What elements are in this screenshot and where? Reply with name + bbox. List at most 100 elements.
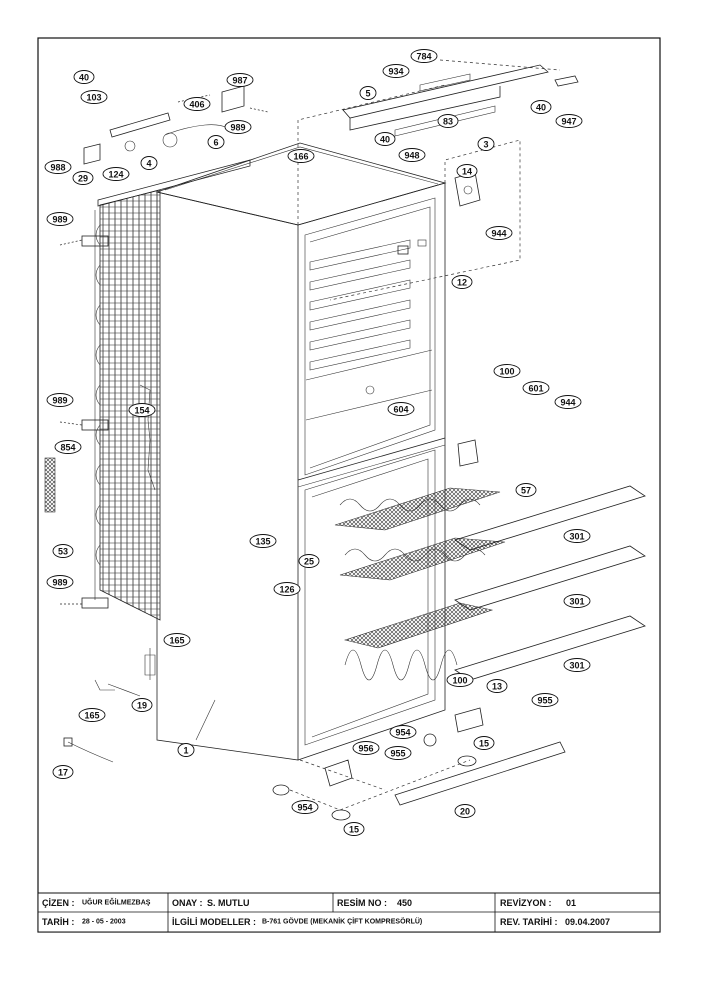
callout-label: 15 [349, 825, 359, 835]
callout-bubble [131, 698, 153, 712]
callout-bubble [384, 746, 412, 760]
callout-label: 987 [232, 76, 247, 86]
callout-bubble [437, 114, 459, 128]
callout-label: 989 [52, 396, 67, 406]
callout-406: 406 [183, 97, 211, 111]
callout-bubble [177, 743, 195, 757]
callout-label: 947 [561, 117, 576, 127]
callout-956: 956 [352, 741, 380, 755]
callout-bubble [456, 164, 478, 178]
callout-label: 934 [388, 67, 403, 77]
callout-954: 954 [291, 800, 319, 814]
callout-166: 166 [287, 149, 315, 163]
callout-4: 4 [140, 156, 158, 170]
callout-bubble [183, 97, 211, 111]
tb-rev-tarihi-value: 09.04.2007 [565, 917, 610, 927]
callout-label: 604 [393, 405, 408, 415]
callout-label: 4 [146, 159, 151, 169]
callout-label: 944 [491, 229, 506, 239]
callout-100: 100 [493, 364, 521, 378]
callout-bubble [531, 693, 559, 707]
callout-bubble [72, 171, 94, 185]
callout-bubble [226, 73, 254, 87]
callout-bubble [477, 137, 495, 151]
callout-bubble [46, 212, 74, 226]
callout-label: 29 [78, 174, 88, 184]
callout-bubble [44, 160, 72, 174]
callout-53: 53 [52, 544, 74, 558]
tb-modeller-label: İLGİLİ MODELLER : [172, 917, 256, 927]
callout-3: 3 [477, 137, 495, 151]
tb-tarih-value: 28 - 05 - 2003 [82, 919, 126, 926]
callout-label: 100 [452, 676, 467, 686]
callout-label: 989 [52, 215, 67, 225]
callout-14: 14 [456, 164, 478, 178]
callout-label: 1 [183, 746, 188, 756]
callout-label: 135 [255, 537, 270, 547]
tb-onay-label: ONAY : [172, 898, 203, 908]
callout-17: 17 [52, 765, 74, 779]
callout-954: 954 [389, 725, 417, 739]
callout-label: 124 [108, 170, 123, 180]
callout-label: 301 [569, 661, 584, 671]
callout-label: 301 [569, 532, 584, 542]
tb-revizyon-value: 01 [566, 898, 576, 908]
callout-label: 83 [443, 117, 453, 127]
callout-301: 301 [563, 658, 591, 672]
callout-bubble [52, 544, 74, 558]
callout-40: 40 [73, 70, 95, 84]
callout-label: 956 [358, 744, 373, 754]
callout-bubble [530, 100, 552, 114]
tb-modeller-value: B-761 GÖVDE (MEKANİK ÇİFT KOMPRESÖRLÜ) [262, 917, 422, 926]
callout-bubble [473, 736, 495, 750]
callout-15: 15 [473, 736, 495, 750]
tb-resim-value: 450 [397, 898, 412, 908]
callout-bubble [287, 149, 315, 163]
callout-label: 954 [297, 803, 312, 813]
callout-bubble [73, 70, 95, 84]
tb-revizyon-label: REVİZYON : [500, 898, 552, 908]
callout-label: 948 [404, 151, 419, 161]
callout-bubble [515, 483, 537, 497]
callout-label: 989 [52, 578, 67, 588]
title-block: ÇİZEN : UĞUR EĞİLMEZBAŞ ONAY : S. MUTLU … [37, 892, 661, 933]
callout-bubble [224, 120, 252, 134]
callout-bubble [78, 708, 106, 722]
callout-label: 53 [58, 547, 68, 557]
callout-bubble [522, 381, 550, 395]
callout-label: 40 [536, 103, 546, 113]
callout-301: 301 [563, 594, 591, 608]
callout-989: 989 [46, 212, 74, 226]
callout-label: 154 [134, 406, 149, 416]
callout-bubble [128, 403, 156, 417]
callout-944: 944 [554, 395, 582, 409]
callout-bubble [54, 440, 82, 454]
callout-label: 100 [499, 367, 514, 377]
callout-bubble [207, 135, 225, 149]
callout-label: 12 [457, 278, 467, 288]
callout-label: 988 [50, 163, 65, 173]
callout-bubble [298, 554, 320, 568]
callout-label: 784 [416, 52, 431, 62]
callout-987: 987 [226, 73, 254, 87]
callout-bubble [343, 822, 365, 836]
callout-989: 989 [224, 120, 252, 134]
callout-label: 955 [537, 696, 552, 706]
callout-154: 154 [128, 403, 156, 417]
callout-label: 165 [169, 636, 184, 646]
callout-bubble [410, 49, 438, 63]
callout-bubble [451, 275, 473, 289]
callout-126: 126 [273, 582, 301, 596]
callout-bubble [563, 529, 591, 543]
callout-25: 25 [298, 554, 320, 568]
callout-bubble [493, 364, 521, 378]
callout-989: 989 [46, 393, 74, 407]
callout-label: 40 [79, 73, 89, 83]
callout-label: 14 [462, 167, 472, 177]
callout-label: 15 [479, 739, 489, 749]
callout-934: 934 [382, 64, 410, 78]
tb-resim-label: RESİM NO : [337, 898, 387, 908]
callout-label: 955 [390, 749, 405, 759]
